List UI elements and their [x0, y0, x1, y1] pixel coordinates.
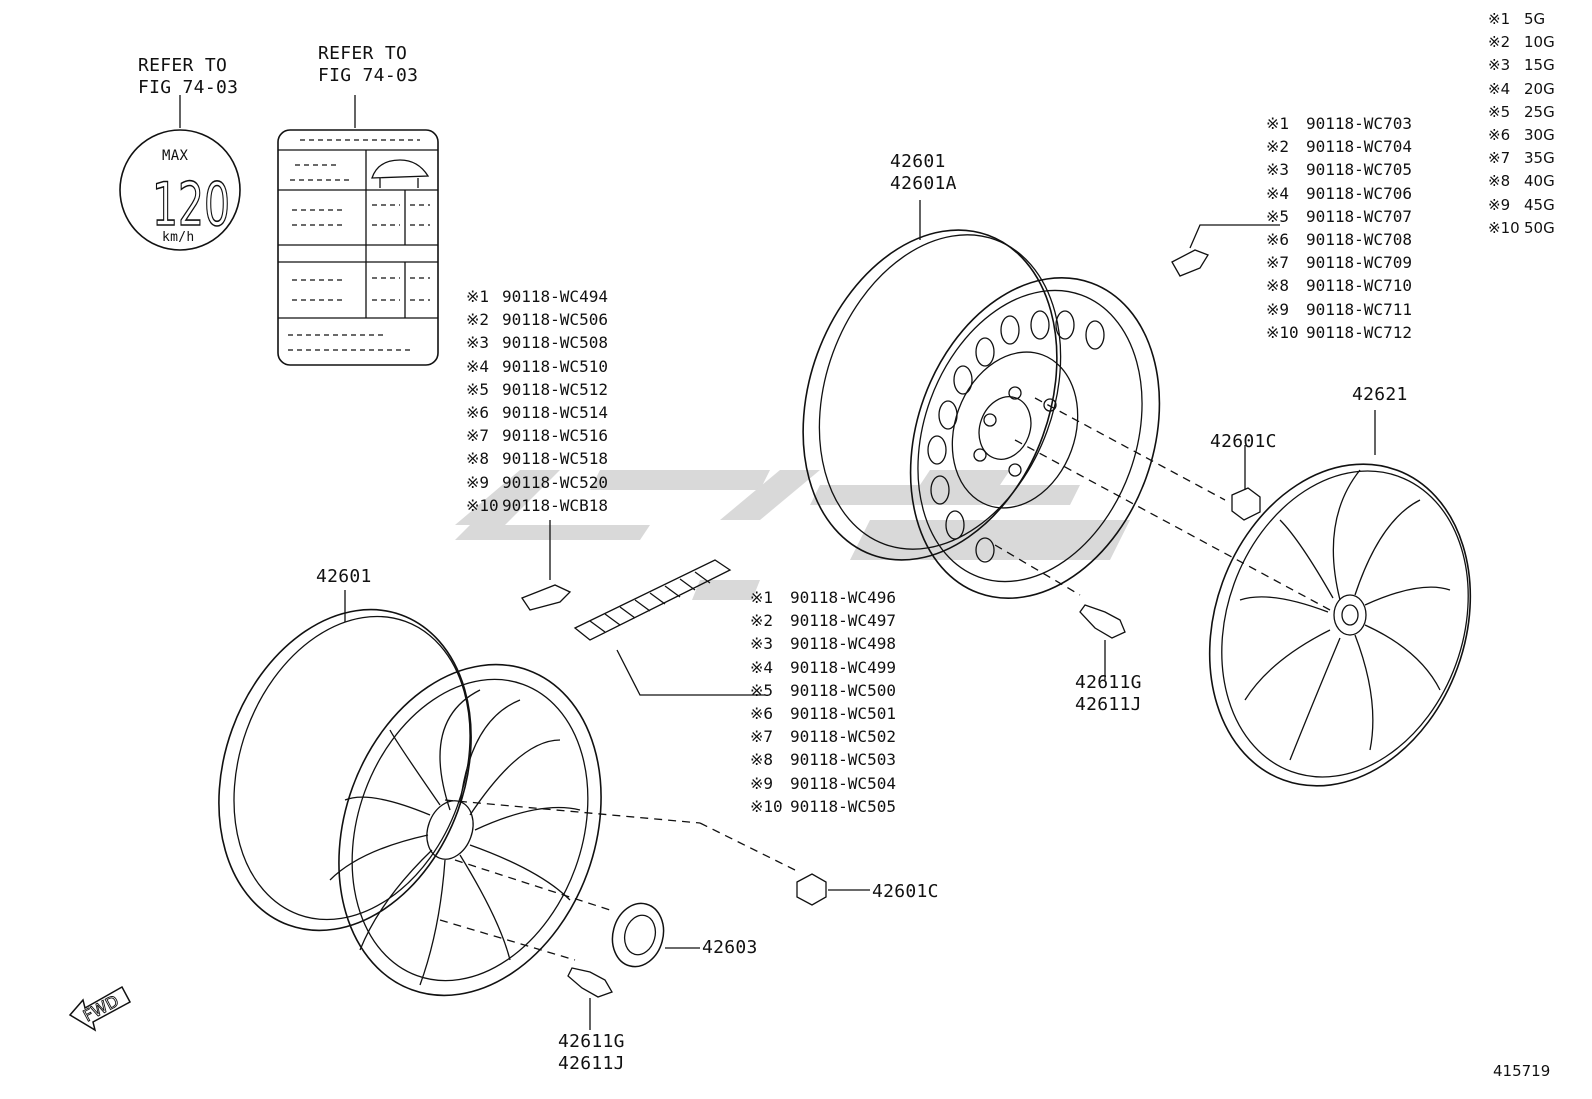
part-valve-lower-j: 42611J — [558, 1053, 625, 1074]
part-valve-upper-j: 42611J — [1075, 694, 1142, 715]
speed-ref-text: REFER TO — [138, 55, 228, 76]
fwd-text: FWD — [80, 991, 122, 1025]
watermark-logo — [455, 470, 1130, 600]
valve-lower-icon — [567, 967, 613, 1030]
assembly-lines — [439, 397, 1331, 961]
part-center-cap: 42603 — [702, 937, 758, 958]
speed-limit-number: 120 — [152, 170, 230, 240]
part-wheel-cap: 42621 — [1352, 384, 1408, 405]
steel-wheel-icon — [802, 200, 1161, 600]
alloy-wheel-icon — [218, 590, 602, 997]
forward-arrow-icon: FWD — [68, 985, 132, 1032]
speed-unit-text: km/h — [162, 230, 195, 245]
lug-nut-upper-icon — [1231, 445, 1261, 521]
lug-nut-lower-icon — [796, 873, 870, 906]
clip-weight-alloy-icon — [521, 520, 572, 611]
speed-limit-label-icon: 120 — [119, 95, 241, 251]
valve-upper-icon — [1079, 604, 1126, 680]
wheel-cover-icon — [1208, 410, 1472, 787]
speed-ref-fig: FIG 74-03 — [138, 77, 239, 98]
figure-number: 415719 — [1493, 1062, 1551, 1080]
placard-ref-fig: FIG 74-03 — [318, 65, 419, 86]
part-nut-upper: 42601C — [1210, 431, 1277, 452]
part-valve-lower-g: 42611G — [558, 1031, 625, 1052]
part-nut-lower: 42601C — [872, 881, 939, 902]
placard-ref-text: REFER TO — [318, 43, 408, 64]
tire-placard-icon — [277, 95, 439, 366]
part-alloy-wheel: 42601 — [316, 566, 372, 587]
part-steel-wheel-a: 42601A — [890, 173, 957, 194]
adhesive-weight-icon — [573, 559, 765, 696]
speed-max-text: MAX — [162, 148, 189, 164]
clip-weight-steel-icon — [1171, 224, 1280, 277]
part-valve-upper-g: 42611G — [1075, 672, 1142, 693]
center-cap-icon — [611, 902, 700, 968]
part-steel-wheel: 42601 — [890, 151, 946, 172]
